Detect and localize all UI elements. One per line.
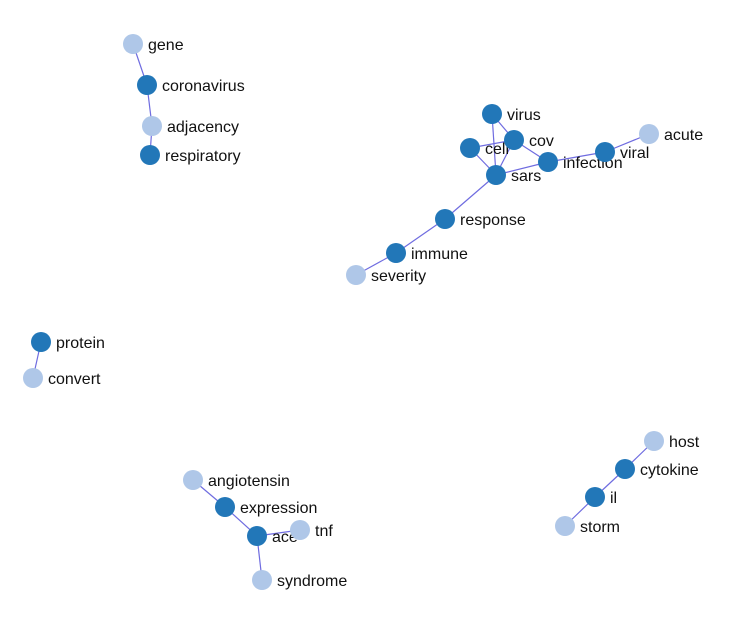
node-sars[interactable]: sars xyxy=(486,165,541,185)
node-host[interactable]: host xyxy=(644,431,700,451)
node-label-host: host xyxy=(669,434,700,451)
node-angiotensin[interactable]: angiotensin xyxy=(183,470,290,490)
node-label-cytokine: cytokine xyxy=(640,462,699,479)
node-circle-viral[interactable] xyxy=(595,142,615,162)
node-convert[interactable]: convert xyxy=(23,368,101,388)
node-acute[interactable]: acute xyxy=(639,124,703,144)
node-label-coronavirus: coronavirus xyxy=(162,78,245,95)
node-gene[interactable]: gene xyxy=(123,34,184,54)
node-label-angiotensin: angiotensin xyxy=(208,473,290,490)
node-circle-sars[interactable] xyxy=(486,165,506,185)
node-circle-coronavirus[interactable] xyxy=(137,75,157,95)
node-circle-severity[interactable] xyxy=(346,265,366,285)
node-expression[interactable]: expression xyxy=(215,497,317,517)
node-label-sars: sars xyxy=(511,168,541,185)
node-adjacency[interactable]: adjacency xyxy=(142,116,239,136)
node-label-gene: gene xyxy=(148,37,184,54)
node-severity[interactable]: severity xyxy=(346,265,426,285)
node-circle-convert[interactable] xyxy=(23,368,43,388)
node-syndrome[interactable]: syndrome xyxy=(252,570,347,590)
node-circle-immune[interactable] xyxy=(386,243,406,263)
node-response[interactable]: response xyxy=(435,209,526,229)
node-circle-il[interactable] xyxy=(585,487,605,507)
node-label-respiratory: respiratory xyxy=(165,148,241,165)
node-label-virus: virus xyxy=(507,107,541,124)
node-il[interactable]: il xyxy=(585,487,617,507)
edge-virus-sars xyxy=(491,113,497,176)
node-label-severity: severity xyxy=(371,268,426,285)
node-label-protein: protein xyxy=(56,335,105,352)
node-circle-syndrome[interactable] xyxy=(252,570,272,590)
node-label-viral: viral xyxy=(620,145,649,162)
node-protein[interactable]: protein xyxy=(31,332,105,352)
node-circle-virus[interactable] xyxy=(482,104,502,124)
node-label-syndrome: syndrome xyxy=(277,573,347,590)
node-circle-gene[interactable] xyxy=(123,34,143,54)
node-cell[interactable]: cell xyxy=(460,138,509,158)
edge-sars-response xyxy=(444,174,497,220)
node-circle-response[interactable] xyxy=(435,209,455,229)
node-label-immune: immune xyxy=(411,246,468,263)
node-circle-angiotensin[interactable] xyxy=(183,470,203,490)
node-label-expression: expression xyxy=(240,500,317,517)
node-circle-cov[interactable] xyxy=(504,130,524,150)
node-label-convert: convert xyxy=(48,371,101,388)
node-layer: gene coronavirus adjacency respiratory virus… xyxy=(23,34,703,590)
edge-layer xyxy=(32,43,655,581)
node-label-adjacency: adjacency xyxy=(167,119,239,136)
node-circle-cytokine[interactable] xyxy=(615,459,635,479)
node-viral[interactable]: viral xyxy=(595,142,649,162)
node-label-tnf: tnf xyxy=(315,523,333,540)
node-cov[interactable]: cov xyxy=(504,130,554,150)
node-circle-storm[interactable] xyxy=(555,516,575,536)
node-label-storm: storm xyxy=(580,519,620,536)
node-immune[interactable]: immune xyxy=(386,243,468,263)
node-circle-adjacency[interactable] xyxy=(142,116,162,136)
node-storm[interactable]: storm xyxy=(555,516,620,536)
node-circle-tnf[interactable] xyxy=(290,520,310,540)
node-circle-host[interactable] xyxy=(644,431,664,451)
node-respiratory[interactable]: respiratory xyxy=(140,145,241,165)
node-label-il: il xyxy=(610,490,617,507)
node-circle-expression[interactable] xyxy=(215,497,235,517)
node-cytokine[interactable]: cytokine xyxy=(615,459,699,479)
node-label-cov: cov xyxy=(529,133,554,150)
node-label-infection: infection xyxy=(563,155,623,172)
node-label-response: response xyxy=(460,212,526,229)
node-label-cell: cell xyxy=(485,141,509,158)
node-virus[interactable]: virus xyxy=(482,104,541,124)
node-circle-respiratory[interactable] xyxy=(140,145,160,165)
node-coronavirus[interactable]: coronavirus xyxy=(137,75,245,95)
node-circle-ace[interactable] xyxy=(247,526,267,546)
node-circle-acute[interactable] xyxy=(639,124,659,144)
node-circle-infection[interactable] xyxy=(538,152,558,172)
node-circle-cell[interactable] xyxy=(460,138,480,158)
node-circle-protein[interactable] xyxy=(31,332,51,352)
node-tnf[interactable]: tnf xyxy=(290,520,333,540)
node-label-acute: acute xyxy=(664,127,703,144)
